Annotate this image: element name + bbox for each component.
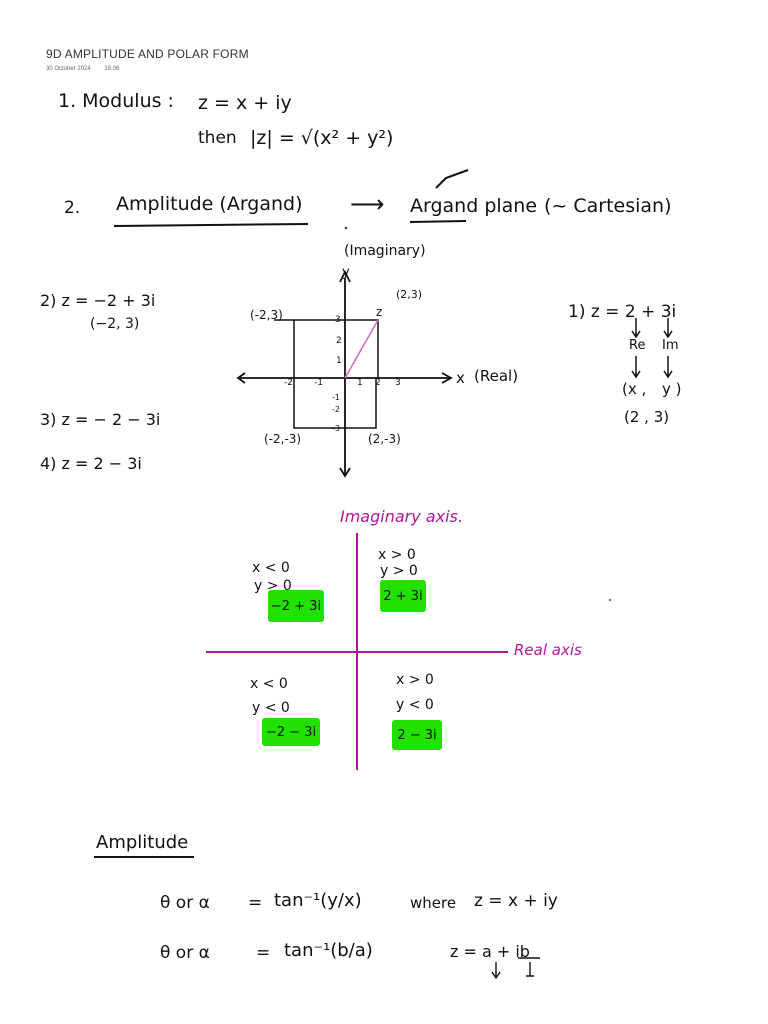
q4-condition-y: y < 0: [396, 697, 434, 713]
q3-condition-x: x < 0: [250, 676, 288, 692]
y-tick-neg1: -1: [332, 393, 340, 402]
amplitude-argand-underline: [113, 223, 309, 227]
y-tick-2: 2: [336, 336, 342, 346]
example-1-equation: 1) z = 2 + 3i: [568, 302, 677, 322]
formula1-lhs: θ or α: [160, 893, 210, 913]
q3-box: [293, 378, 345, 429]
x-tick-neg1: -1: [314, 378, 323, 388]
argand-underline: [409, 220, 467, 223]
x-tick-neg2: -2: [284, 378, 293, 388]
amplitude-heading: Amplitude: [96, 832, 189, 853]
x-tick-1: 1: [357, 378, 363, 388]
formula2-equals: =: [256, 943, 271, 963]
point-q2: (-2,3): [250, 308, 283, 322]
cartesian-note: (~ Cartesian): [544, 195, 672, 217]
quadrant-real-axis-label: Real axis: [514, 641, 582, 659]
formula2-lhs: θ or α: [160, 943, 210, 963]
q1-value-highlight: 2 + 3i: [380, 580, 426, 612]
argand-plane-label: Argand plane: [410, 195, 538, 217]
z-vector: [344, 319, 379, 379]
quadrant-imaginary-axis-label: Imaginary axis.: [340, 507, 463, 526]
page-time: 15:06: [104, 66, 120, 72]
q2-condition-x: x < 0: [252, 560, 290, 576]
modulus-heading: 1. Modulus :: [58, 90, 174, 112]
q4-value-highlight: 2 − 3i: [392, 720, 442, 750]
q3-condition-y: y < 0: [252, 700, 290, 716]
y-down-arrow-icon: [663, 356, 673, 379]
x-down-arrow-icon: [631, 356, 641, 379]
example-3-equation: 3) z = − 2 − 3i: [40, 410, 161, 429]
page-title: 9D AMPLITUDE AND POLAR FORM: [46, 47, 249, 61]
y-tick-1: 1: [336, 356, 342, 366]
y-label: y ): [662, 380, 682, 398]
example-4-equation: 4) z = 2 − 3i: [40, 454, 142, 473]
formula1-equals: =: [248, 893, 263, 913]
x-axis-arrow-icon: [441, 372, 453, 384]
b-down-tick-icon: [526, 962, 534, 977]
imaginary-axis-label: (Imaginary): [344, 243, 426, 259]
x-tick-2: 2: [375, 378, 381, 388]
re-down-arrow-icon: [631, 318, 641, 339]
page-date: 30 October 2024: [46, 66, 91, 72]
q1-condition-x: x > 0: [378, 547, 416, 563]
y-tick-neg2: -2: [332, 405, 340, 414]
stray-dot: [608, 598, 612, 602]
modulus-definition: z = x + iy: [198, 92, 292, 114]
formula1-where: where: [410, 894, 457, 912]
z-label: z: [376, 305, 383, 319]
q4-condition-x: x > 0: [396, 672, 434, 688]
checkmark-icon: [435, 169, 469, 189]
arrow-icon: ⟶: [350, 190, 385, 218]
real-part-label: Re: [629, 338, 646, 353]
stray-dot-2: [344, 226, 348, 230]
page-meta: 30 October 2024 15:06: [46, 66, 131, 72]
point-q4: (2,-3): [368, 432, 401, 446]
example-2-equation: 2) z = −2 + 3i: [40, 291, 156, 310]
amplitude-argand-heading: Amplitude (Argand): [116, 193, 303, 215]
amplitude-number: 2.: [64, 198, 81, 218]
x-label: (x ,: [622, 380, 647, 398]
modulus-formula: |z| = √(x² + y²): [250, 127, 394, 149]
y-axis-arrow-icon: [339, 269, 351, 283]
q3-value-highlight: −2 − 3i: [262, 718, 320, 746]
q2-value-highlight: −2 + 3i: [268, 590, 324, 622]
x-tick-3: 3: [395, 378, 401, 388]
xy-values: (2 , 3): [624, 408, 670, 426]
formula1-rhs: tan⁻¹(y/x): [274, 890, 362, 911]
q1-condition-y: y > 0: [380, 563, 418, 579]
q4-box: [345, 378, 377, 429]
formula2-z: z = a + ib: [450, 942, 530, 961]
formula2-rhs: tan⁻¹(b/a): [284, 940, 373, 961]
real-axis-label: (Real): [474, 367, 519, 385]
a-down-arrow-icon: [491, 962, 501, 980]
point-q1: (2,3): [396, 288, 423, 301]
point-q3: (-2,-3): [264, 432, 302, 446]
modulus-then: then: [198, 128, 237, 148]
y-axis-down-arrow-icon: [339, 467, 351, 478]
imaginary-part-label: Im: [662, 338, 679, 353]
x-axis-letter: x: [456, 369, 465, 387]
example-2-point: (−2, 3): [90, 316, 140, 332]
im-down-arrow-icon: [663, 318, 673, 339]
x-axis-left-arrow-icon: [236, 372, 246, 384]
formula1-z: z = x + iy: [474, 891, 558, 911]
